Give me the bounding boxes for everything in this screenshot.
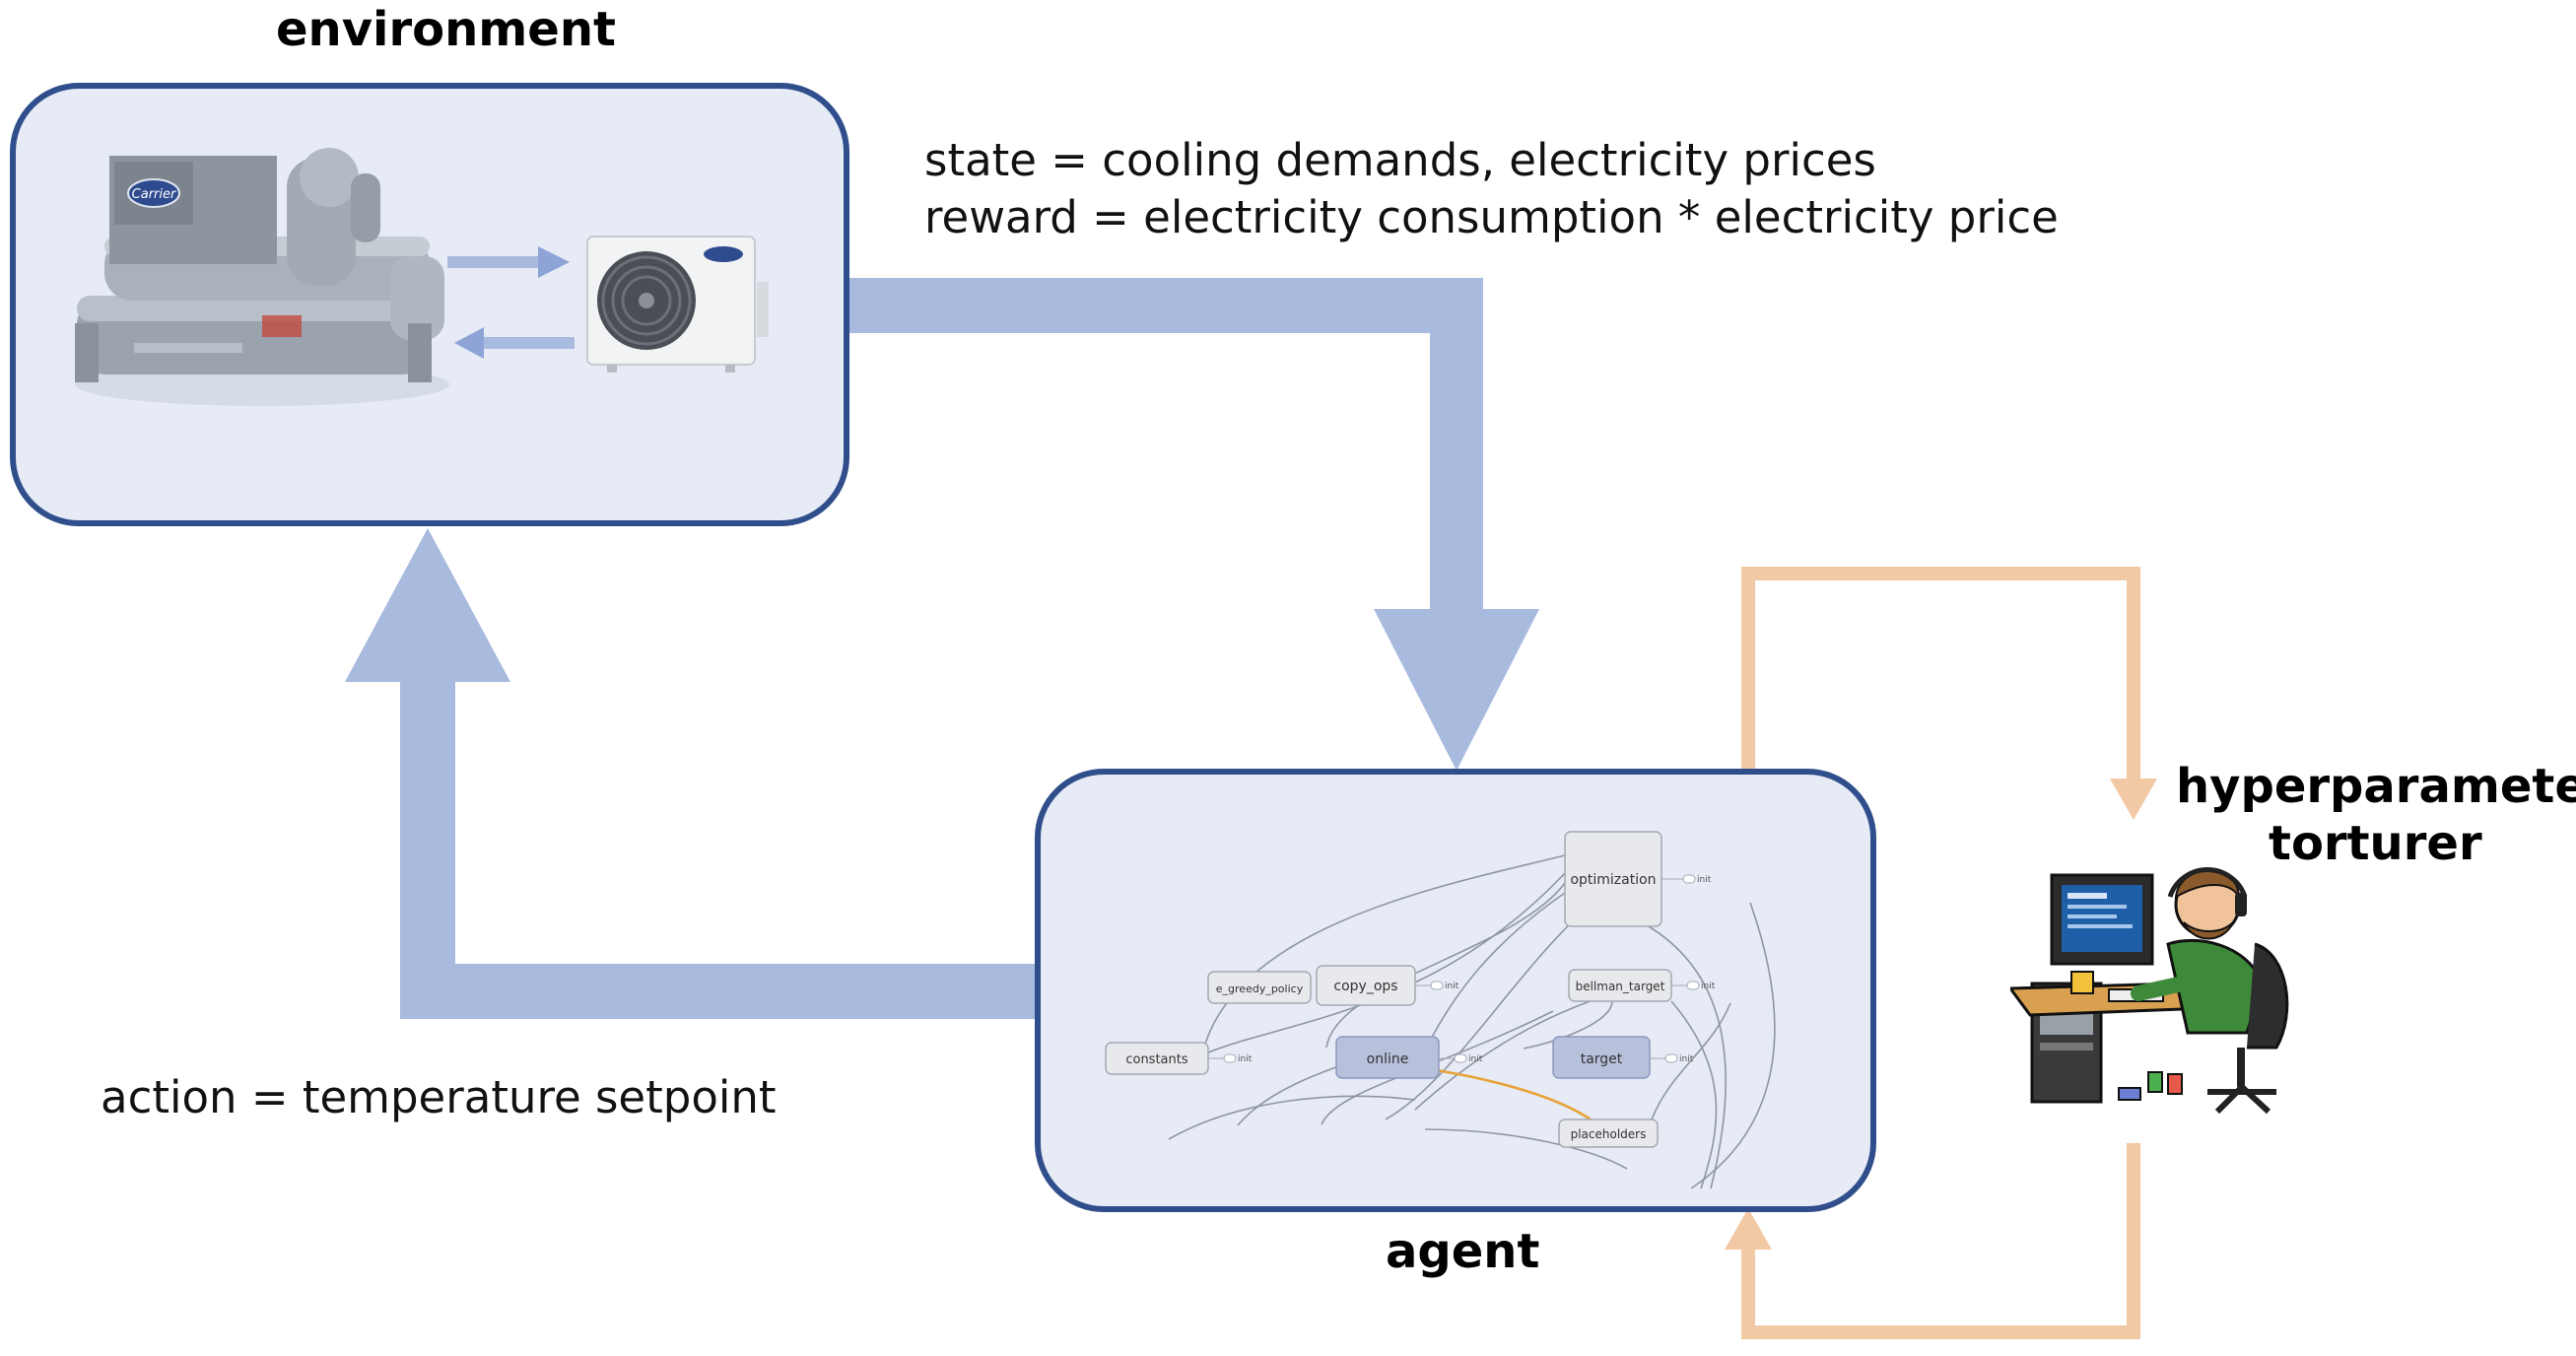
graph-node-optimization: optimization [1564,831,1662,927]
graph-node-target: target [1552,1036,1651,1079]
svg-text:bellman_target: bellman_target [1576,980,1665,993]
graph-node-online: online [1335,1036,1440,1079]
tuning-arrow-back [1741,1143,2140,1339]
tuning-arrow-out [1741,567,2140,779]
svg-text:init: init [1445,982,1459,991]
torturer-label-line2: torturer [2269,816,2482,871]
action-caption: action = temperature setpoint [101,1071,777,1123]
ac-unit-illustration [586,236,769,373]
hacker-illustration [2010,866,2289,1115]
svg-text:target: target [1581,1051,1623,1067]
graph-node-copy-ops: copy_ops [1316,965,1416,1006]
chiller-logo: Carrier [132,187,177,202]
agent-label: agent [1386,1224,1540,1279]
svg-text:online: online [1367,1051,1409,1067]
environment-label: environment [276,2,616,57]
svg-text:init: init [1679,1054,1694,1064]
graph-edges [1168,854,1776,1189]
torturer-label-line1: hyperparameter [2176,759,2576,814]
graph-init-stubs: init init init init init init [1208,874,1716,1064]
svg-text:copy_ops: copy_ops [1333,979,1397,994]
graph-node-e-greedy-policy: e_greedy_policy [1207,971,1312,1004]
state-caption: state = cooling demands, electricity pri… [924,134,1876,186]
agent-panel: optimization e_greedy_policy copy_ops be… [1035,769,1876,1212]
chiller-illustration: Carrier [75,148,449,406]
svg-text:e_greedy_policy: e_greedy_policy [1216,983,1304,995]
action-arrow [345,528,1037,1019]
svg-text:placeholders: placeholders [1571,1127,1647,1141]
svg-text:init: init [1238,1054,1253,1064]
svg-text:constants: constants [1125,1052,1188,1067]
svg-text:optimization: optimization [1570,872,1656,888]
graph-node-placeholders: placeholders [1558,1119,1659,1148]
graph-node-constants: constants [1105,1042,1209,1075]
graph-node-bellman-target: bellman_target [1568,969,1672,1002]
exchange-arrows [447,246,575,359]
tuning-arrowhead-up [1725,1208,1772,1250]
svg-text:init: init [1701,982,1716,991]
state-arrow [847,278,1539,771]
svg-text:init: init [1468,1054,1483,1064]
svg-text:init: init [1697,875,1712,885]
tuning-arrowhead-down [2110,779,2157,820]
environment-panel: Carrier [10,83,849,526]
environment-illustration: Carrier [75,148,769,406]
computation-graph: optimization e_greedy_policy copy_ops be… [1105,831,1776,1189]
reward-caption: reward = electricity consumption * elect… [924,191,2059,243]
